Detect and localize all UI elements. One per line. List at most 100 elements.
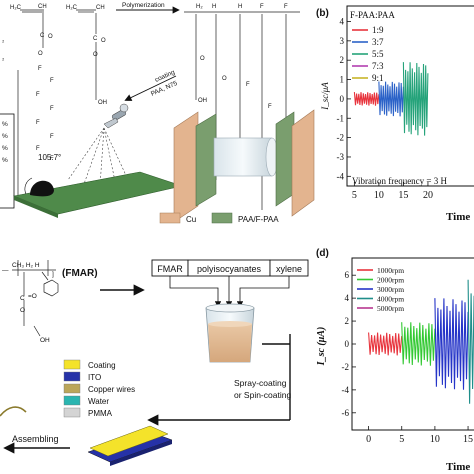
y-tick-label: -4: [342, 385, 350, 395]
atom-label: F: [50, 156, 54, 162]
legend-label-3000rpm: 3000rpm: [377, 285, 404, 294]
legend-label-3:7: 3:7: [372, 37, 384, 47]
panel-b-xlabel: Time: [446, 211, 470, 223]
atom-label: CH₃ H₂ H: [12, 262, 40, 269]
atom-label: H: [212, 4, 216, 10]
atom-label: O: [48, 34, 53, 40]
legend-swatch-water: [63, 395, 81, 406]
atom-label: ]: [52, 271, 54, 278]
series-trace-1000rpm: [368, 332, 403, 356]
panel-c: CH₃ H₂ H — ] C =O O OH (FMAR) FMAR polyi…: [0, 259, 309, 466]
atom-label: H: [238, 4, 242, 10]
atom-label: O: [20, 307, 25, 314]
atom-label: OH: [198, 98, 207, 104]
atom-label: C: [93, 36, 98, 42]
legend-swatch-pmma: [63, 407, 81, 418]
y-tick-label: -4: [337, 171, 345, 181]
copper-wire-fragment: [0, 406, 27, 417]
ingredient-xylene: xylene: [276, 264, 302, 274]
legend-label-copper-wires: Copper wires: [88, 385, 135, 394]
x-tick-label: 10: [430, 434, 440, 445]
coated-plate: [87, 425, 173, 466]
water-droplet: [30, 180, 54, 197]
fmar-structure: [12, 260, 59, 337]
x-tick-label: 15: [398, 190, 408, 201]
composition-percent: % % % %: [2, 121, 8, 164]
legend-label-1000rpm: 1000rpm: [377, 266, 404, 275]
composition-box: [0, 113, 15, 209]
x-tick-label: 5: [399, 434, 404, 445]
panel-b-axes-frame: [346, 5, 474, 187]
panel-b-traces: [353, 62, 429, 136]
legend-label-pmma: PMMA: [88, 409, 113, 418]
panel-d-ylabel: I_sc (μA): [316, 327, 327, 367]
percent-mark: %: [2, 133, 8, 140]
atom-label: ₂: [2, 38, 5, 44]
coating-layer: [89, 425, 169, 457]
series-trace-4000rpm: [467, 279, 474, 404]
y-tick-label: 1: [340, 75, 345, 85]
atom-label: =O: [28, 293, 37, 300]
contact-angle-label: 105.7°: [38, 153, 61, 162]
atom-label: F: [38, 66, 42, 72]
teng-device: [173, 109, 315, 223]
x-tick-label: 0: [366, 434, 371, 445]
legend-label-5000rpm: 5000rpm: [377, 304, 404, 313]
percent-mark: %: [2, 145, 8, 152]
x-tick-label: 20: [423, 190, 433, 201]
legend-swatch-coating: [63, 359, 81, 370]
panel-d-xlabel: Time: [446, 461, 470, 473]
atom-label: F: [284, 4, 288, 10]
atom-label: OH: [40, 337, 50, 344]
y-tick-label: 3: [340, 36, 345, 46]
monomer-atoms: H₂C CH C O O F F F F F F F F ₂ ₂: [2, 4, 54, 162]
legend-swatch-copper-wires: [63, 383, 81, 394]
y-tick-label: 2: [340, 55, 345, 65]
y-tick-label: 4: [345, 293, 350, 303]
beaker-liquid: [208, 324, 252, 362]
atom-label: O: [101, 38, 106, 44]
ingredient-fmar: FMAR: [157, 264, 183, 274]
atom-label: O: [200, 56, 205, 62]
atom-label: —: [2, 267, 9, 274]
legend-label-9:1: 9:1: [372, 73, 384, 83]
panel-b-ylabel: I_sc/μA: [320, 82, 330, 111]
atom-label: H₂: [196, 4, 203, 10]
series-trace-5:5: [402, 62, 429, 136]
panel-b-annotation: Vibration frequency = 3 H: [352, 176, 448, 186]
atom-label: F: [36, 120, 40, 126]
atom-label: CH: [96, 5, 105, 11]
y-tick-label: -6: [342, 408, 350, 418]
legend-label-paa: PAA/F-PAA: [238, 215, 279, 224]
atom-label: F: [50, 106, 54, 112]
percent-mark: %: [2, 121, 8, 128]
legend-label-ito: ITO: [88, 373, 101, 382]
y-tick-label: -2: [337, 133, 345, 143]
polymer-atoms: H₂ H H F F O O F F F OH: [196, 4, 294, 130]
series-trace-2000rpm: [401, 322, 436, 366]
monomer-fluorinated: [17, 9, 44, 198]
x-tick-label: 10: [374, 190, 384, 201]
y-tick-label: 0: [340, 94, 345, 104]
legend-label-4000rpm: 4000rpm: [377, 295, 404, 304]
atom-label: CH: [38, 4, 47, 10]
ingredient-boxes: FMAR polyisocyanates xylene: [151, 259, 309, 277]
cu-electrode-right: [291, 109, 315, 217]
percent-mark: %: [2, 157, 8, 164]
legend-label-7:3: 7:3: [372, 61, 384, 71]
step-assembling: Assembling: [12, 434, 59, 444]
step-spin-coating: or Spin-coating: [234, 390, 291, 400]
polymerization-label: Polymerization: [122, 2, 165, 9]
spray-mist: [67, 127, 131, 187]
coating-arrow: [124, 75, 177, 101]
device-legend: Cu PAA/F-PAA: [159, 212, 279, 224]
y-tick-label: 6: [345, 270, 350, 280]
atom-label: F: [246, 82, 250, 88]
atom-label: F: [50, 78, 54, 84]
series-trace-3000rpm: [434, 298, 469, 390]
legend-swatch-ito: [63, 371, 81, 382]
